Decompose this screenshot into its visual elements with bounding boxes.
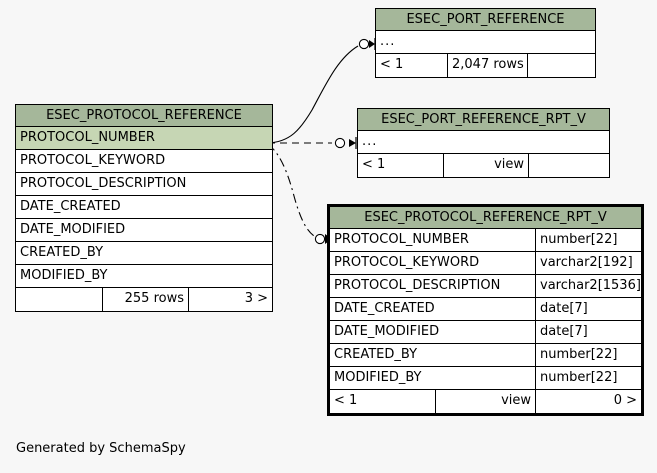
footer-cell-rows: view <box>443 154 528 177</box>
table-row[interactable]: DATE_MODIFIED date[7] <box>330 321 641 344</box>
table-row[interactable]: DATE_MODIFIED <box>16 219 272 242</box>
table-row[interactable]: PROTOCOL_KEYWORD varchar2[192] <box>330 252 641 275</box>
column-type: varchar2[1536] <box>535 275 641 297</box>
generated-by-caption: Generated by SchemaSpy <box>16 441 186 456</box>
table-row[interactable]: CREATED_BY number[22] <box>330 344 641 367</box>
column-name: MODIFIED_BY <box>334 370 422 385</box>
table-footer: < 1 2,047 rows <box>376 54 595 77</box>
column-type: date[7] <box>535 298 641 320</box>
column-name: PROTOCOL_KEYWORD <box>334 255 480 270</box>
footer-cell-children[interactable]: 0 > <box>535 390 641 413</box>
column-type: varchar2[192] <box>535 252 641 274</box>
footer-cell-left: < 1 <box>334 393 358 408</box>
table-footer: < 1 view <box>358 154 609 177</box>
footer-cell-children[interactable] <box>527 54 595 77</box>
footer-cell-children[interactable]: 3 > <box>188 288 272 311</box>
table-row[interactable]: CREATED_BY <box>16 242 272 265</box>
column-name: PROTOCOL_NUMBER <box>334 232 469 247</box>
column-name: MODIFIED_BY <box>20 268 108 283</box>
relationship-edge-port-reference-rpt-v <box>268 137 357 149</box>
column-list: PROTOCOL_NUMBER PROTOCOL_KEYWORD PROTOCO… <box>16 127 272 288</box>
column-name: CREATED_BY <box>20 245 104 260</box>
footer-cell-children[interactable] <box>528 154 609 177</box>
footer-cell-left: < 1 <box>362 157 386 172</box>
table-row[interactable]: DATE_CREATED <box>16 196 272 219</box>
column-name: DATE_MODIFIED <box>20 222 126 237</box>
table-row[interactable]: PROTOCOL_KEYWORD <box>16 150 272 173</box>
column-name: PROTOCOL_NUMBER <box>20 130 155 145</box>
column-list: ... <box>376 31 595 54</box>
column-type: number[22] <box>535 344 641 366</box>
footer-cell-left <box>16 288 102 311</box>
column-name: ... <box>380 34 396 49</box>
footer-cell-rows: 255 rows <box>102 288 188 311</box>
column-name: DATE_MODIFIED <box>334 324 440 339</box>
relationship-edge-protocol-reference-rpt-v <box>267 143 333 246</box>
table-row[interactable]: DATE_CREATED date[7] <box>330 298 641 321</box>
column-name: DATE_CREATED <box>20 199 121 214</box>
footer-cell-left: < 1 <box>380 57 404 72</box>
table-footer: < 1 view 0 > <box>330 390 641 413</box>
footer-cell-rows: view <box>435 390 535 413</box>
table-esec-port-reference-rpt-v[interactable]: ESEC_PORT_REFERENCE_RPT_V ... < 1 view <box>357 108 610 178</box>
table-esec-port-reference[interactable]: ESEC_PORT_REFERENCE ... < 1 2,047 rows <box>375 8 596 78</box>
table-row[interactable]: PROTOCOL_DESCRIPTION <box>16 173 272 196</box>
footer-cell-rows: 2,047 rows <box>447 54 527 77</box>
table-footer: 255 rows 3 > <box>16 288 272 311</box>
table-row[interactable]: MODIFIED_BY number[22] <box>330 367 641 390</box>
table-title: ESEC_PORT_REFERENCE <box>376 9 595 31</box>
column-type: number[22] <box>535 367 641 389</box>
column-name: PROTOCOL_DESCRIPTION <box>20 176 187 191</box>
column-name: ... <box>362 134 378 149</box>
column-type: date[7] <box>535 321 641 343</box>
table-row[interactable]: MODIFIED_BY <box>16 265 272 288</box>
column-list: ... <box>358 131 609 154</box>
table-title: ESEC_PROTOCOL_REFERENCE_RPT_V <box>330 207 641 229</box>
table-esec-protocol-reference-rpt-v[interactable]: ESEC_PROTOCOL_REFERENCE_RPT_V PROTOCOL_N… <box>327 204 644 416</box>
table-title: ESEC_PORT_REFERENCE_RPT_V <box>358 109 609 131</box>
column-name: PROTOCOL_DESCRIPTION <box>334 278 501 293</box>
column-list: PROTOCOL_NUMBER number[22] PROTOCOL_KEYW… <box>330 229 641 390</box>
column-name: PROTOCOL_KEYWORD <box>20 153 166 168</box>
table-title: ESEC_PROTOCOL_REFERENCE <box>16 105 272 127</box>
table-esec-protocol-reference[interactable]: ESEC_PROTOCOL_REFERENCE PROTOCOL_NUMBER … <box>15 104 273 312</box>
table-row[interactable]: ... <box>376 31 595 54</box>
table-row[interactable]: PROTOCOL_NUMBER <box>16 127 272 150</box>
table-row[interactable]: ... <box>358 131 609 154</box>
column-name: CREATED_BY <box>334 347 418 362</box>
column-name: DATE_CREATED <box>334 301 435 316</box>
table-row[interactable]: PROTOCOL_DESCRIPTION varchar2[1536] <box>330 275 641 298</box>
column-type: number[22] <box>535 229 641 251</box>
table-row[interactable]: PROTOCOL_NUMBER number[22] <box>330 229 641 252</box>
